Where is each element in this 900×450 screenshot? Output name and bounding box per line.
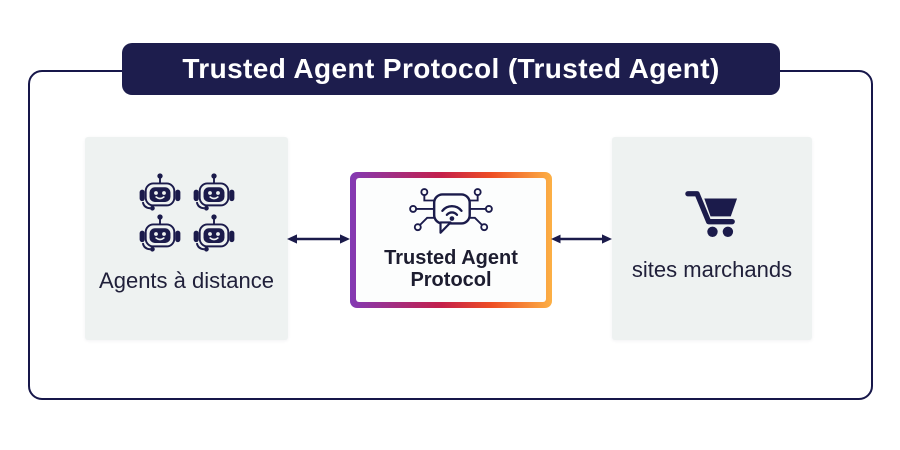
shopping-cart-icon — [685, 191, 738, 237]
arrow-agents-protocol — [287, 234, 350, 244]
protocol-label-line1: Trusted Agent — [384, 247, 518, 269]
protocol-box-inner: Trusted Agent Protocol — [356, 178, 546, 302]
robot-icon — [193, 214, 234, 252]
node-merchant-sites: sites marchands — [612, 137, 812, 340]
node-protocol-label: Trusted Agent Protocol — [384, 247, 518, 292]
chat-bubble-wifi-circuit-icon — [409, 188, 493, 234]
node-remote-agents-label: Agents à distance — [99, 268, 274, 293]
title-bar: Trusted Agent Protocol (Trusted Agent) — [122, 43, 780, 95]
protocol-label-line2: Protocol — [410, 269, 492, 292]
robot-icon — [193, 173, 234, 211]
node-trusted-agent-protocol: Trusted Agent Protocol — [350, 172, 552, 308]
cart-icon-wrap — [684, 185, 740, 241]
robot-icon — [139, 173, 180, 211]
page-title: Trusted Agent Protocol (Trusted Agent) — [182, 53, 720, 84]
arrow-protocol-merchants — [551, 234, 612, 244]
robot-icon — [139, 214, 180, 252]
node-remote-agents: Agents à distance — [85, 137, 288, 340]
robot-icons-grid — [136, 173, 238, 254]
node-merchant-sites-label: sites marchands — [631, 257, 793, 282]
